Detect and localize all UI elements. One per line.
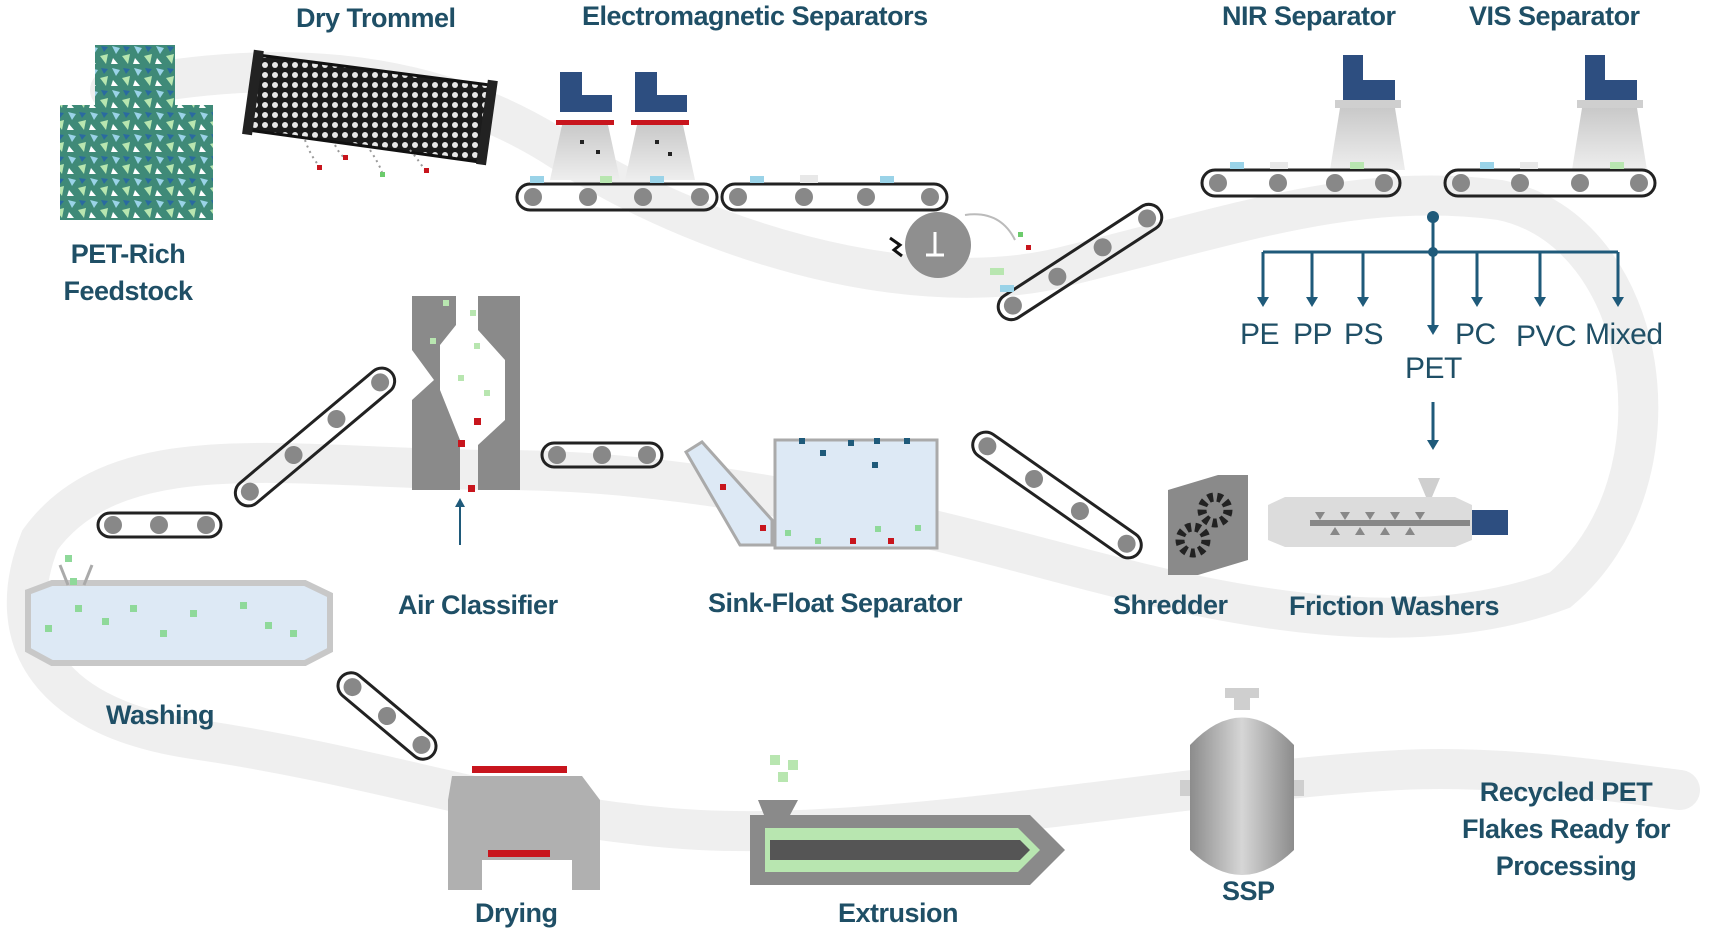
feedstock-label-line2: Feedstock [63, 276, 193, 306]
ssp-label: SSP [1222, 876, 1275, 906]
eddy-current-drum-icon [889, 212, 1031, 292]
ssp-reactor-icon [1180, 688, 1304, 875]
feedstock-label: PET-Rich Feedstock [63, 236, 193, 310]
trommel-drum-icon [242, 49, 498, 177]
final-product-line2: Flakes Ready for [1461, 814, 1671, 844]
optical-sensor-icon [1330, 55, 1647, 170]
output-ps: PS [1344, 318, 1384, 351]
output-pc: PC [1455, 318, 1496, 351]
nir-separator-label: NIR Separator [1222, 1, 1396, 31]
extrusion-label: Extrusion [838, 898, 959, 928]
output-mixed: Mixed [1585, 318, 1663, 351]
final-product-label: Recycled PET Flakes Ready for Processing [1461, 774, 1671, 885]
air-classifier-icon [412, 296, 520, 545]
conveyor-belts [96, 162, 1657, 761]
friction-washers-label: Friction Washers [1289, 591, 1500, 621]
shredder-label: Shredder [1113, 590, 1228, 620]
washing-tank-icon [25, 555, 333, 666]
final-product-line3: Processing [1495, 851, 1637, 881]
friction-washer-icon [1268, 478, 1508, 547]
drying-label: Drying [475, 898, 558, 928]
feedstock-label-line1: PET-Rich [70, 239, 186, 269]
dry-trommel-label: Dry Trommel [296, 3, 456, 33]
shredder-icon [1168, 475, 1248, 575]
extruder-icon [750, 755, 1065, 885]
electromagnetic-separators-label: Electromagnetic Separators [582, 1, 928, 31]
sink-float-tank-icon [683, 438, 939, 550]
electromagnet-icon [550, 72, 695, 180]
sink-float-label: Sink-Float Separator [708, 588, 963, 618]
output-pet: PET [1405, 352, 1462, 385]
sorting-output-tree [1257, 211, 1624, 450]
feedstock-bales-icon [60, 45, 213, 220]
output-pe: PE [1240, 318, 1280, 351]
vis-separator-label: VIS Separator [1469, 1, 1640, 31]
output-pp: PP [1293, 318, 1333, 351]
output-pvc: PVC [1516, 320, 1577, 353]
air-classifier-label: Air Classifier [398, 590, 558, 620]
final-product-line1: Recycled PET [1479, 777, 1653, 807]
washing-label: Washing [106, 700, 215, 730]
dryer-icon [448, 766, 600, 890]
